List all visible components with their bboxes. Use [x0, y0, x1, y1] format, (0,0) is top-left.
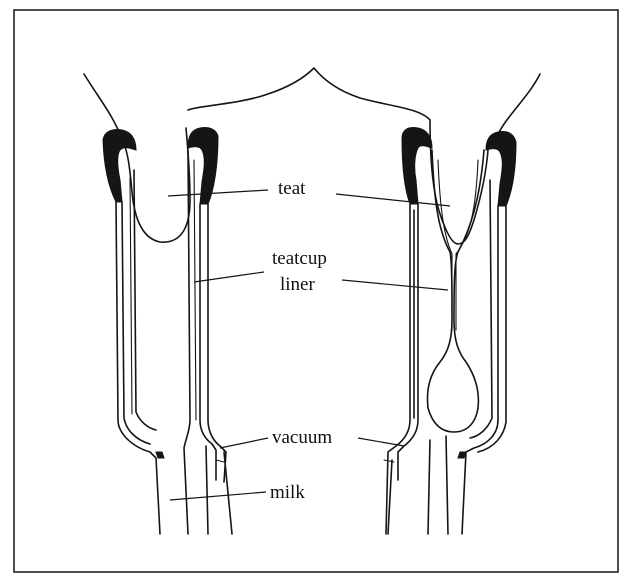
right-liner-r	[470, 180, 492, 438]
milk-leader	[170, 492, 266, 500]
right-cup-outer-wall-r	[462, 206, 498, 534]
teatcup-leader-right	[342, 280, 448, 290]
label-teatcup: teatcup	[272, 248, 327, 269]
label-milk: milk	[270, 482, 305, 503]
right-tube-left	[428, 440, 430, 534]
left-cup-outer-wall-r	[208, 204, 226, 482]
label-liner: liner	[280, 274, 315, 295]
right-cup-outer-wall-l	[386, 204, 410, 534]
vacuum-leader-right	[358, 438, 404, 446]
left-tube-outer	[224, 452, 232, 534]
left-liner-l	[134, 170, 156, 430]
vacuum-leader-left	[220, 438, 268, 448]
left-liner-r2	[194, 160, 196, 420]
left-marker	[156, 452, 164, 458]
label-vacuum: vacuum	[272, 427, 332, 448]
left-liner-l2	[130, 178, 132, 414]
left-tube-inner	[206, 446, 208, 534]
left-liner-r	[184, 150, 190, 534]
right-cup-inner-wall-l	[398, 204, 418, 480]
right-liner-collapsed-inner	[438, 160, 478, 330]
label-teat: teat	[278, 178, 306, 199]
left-teatcup	[103, 127, 232, 534]
right-vac-tube	[388, 460, 392, 534]
right-teatcup	[384, 120, 516, 534]
teatcup-leader-left	[194, 272, 264, 282]
teat-leader-left	[168, 190, 268, 196]
right-cup-left-mouth	[402, 127, 432, 204]
right-tube-center	[446, 436, 448, 534]
udder-outline	[84, 68, 540, 140]
left-vac-connector	[216, 460, 224, 462]
teat-leader-right	[336, 194, 450, 206]
right-marker	[458, 452, 466, 458]
left-cup-left-mouth	[103, 129, 136, 202]
left-cup-right-mouth	[188, 127, 218, 204]
